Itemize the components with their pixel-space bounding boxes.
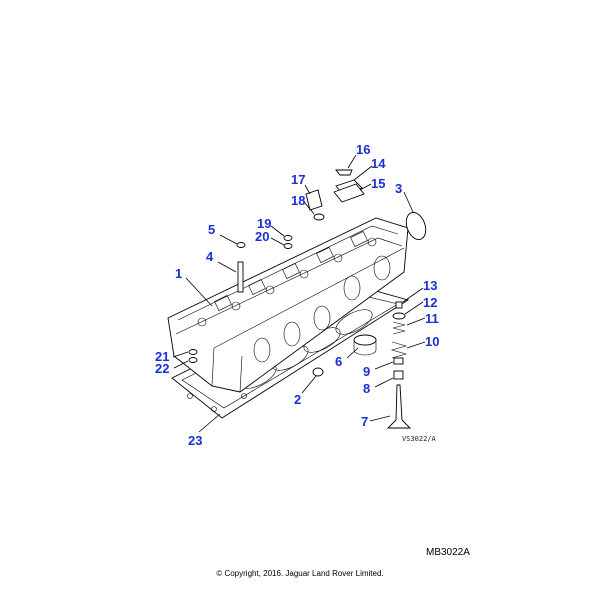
leader-lines (172, 154, 426, 433)
callout-22: 22 (155, 361, 169, 376)
callout-18: 18 (291, 193, 305, 208)
callout-14: 14 (371, 156, 386, 171)
plug (312, 367, 324, 377)
stud (237, 261, 244, 293)
reference-code: MB3022A (426, 547, 470, 558)
washer (236, 242, 246, 248)
callout-19: 19 (257, 216, 271, 231)
callout-15: 15 (371, 176, 385, 191)
callout-21: 21 (155, 349, 169, 364)
callout-1: 1 (175, 266, 182, 281)
valve-seat (353, 334, 377, 356)
callout-8: 8 (363, 381, 370, 396)
blanking-plug (405, 212, 427, 240)
callout-20: 20 (255, 229, 269, 244)
callout-17: 17 (291, 172, 305, 187)
callout-4: 4 (206, 249, 214, 264)
callout-2: 2 (294, 392, 301, 407)
callout-7: 7 (361, 414, 368, 429)
callout-16: 16 (356, 142, 370, 157)
copyright-notice: © Copyright, 2016. Jaguar Land Rover Lim… (216, 569, 384, 578)
callout-9: 9 (363, 364, 370, 379)
cover-plate-group (283, 169, 365, 249)
callout-13: 13 (423, 278, 437, 293)
callout-6: 6 (335, 354, 342, 369)
callout-3: 3 (395, 181, 402, 196)
callout-12: 12 (423, 295, 437, 310)
callout-10: 10 (425, 334, 439, 349)
drawing-code: VS3022/A (402, 435, 436, 443)
small-washers (188, 349, 198, 363)
callouts: 1 2 3 4 5 6 7 8 9 10 11 12 13 14 15 16 1… (155, 142, 439, 448)
callout-23: 23 (188, 433, 202, 448)
valve-assembly (386, 301, 412, 429)
callout-11: 11 (425, 311, 439, 326)
callout-5: 5 (208, 222, 215, 237)
